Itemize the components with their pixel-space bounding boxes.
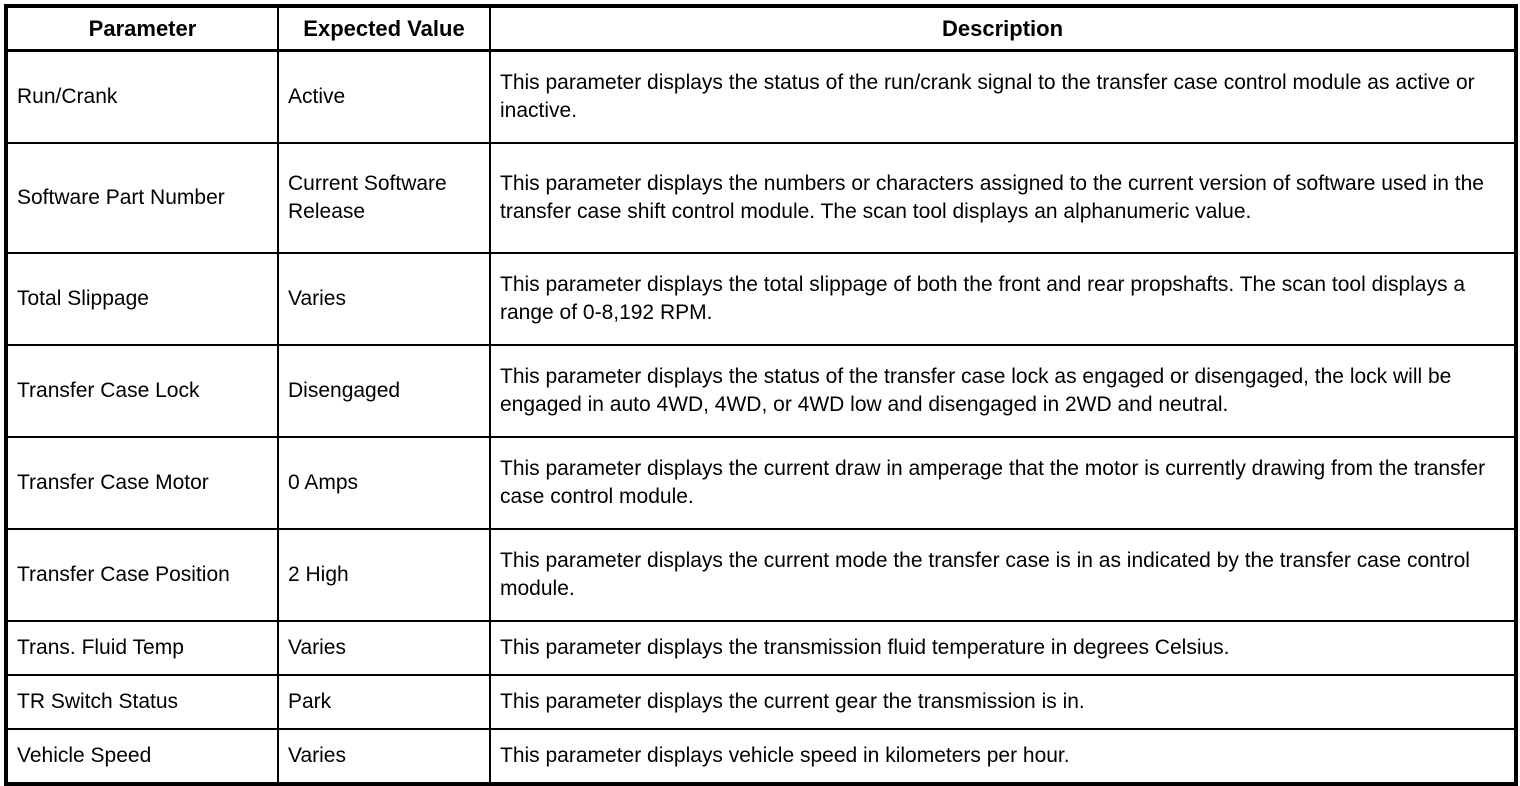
cell-parameter: Trans. Fluid Temp: [5, 620, 279, 677]
cell-expected-value: Disengaged: [277, 344, 491, 439]
cell-description: This parameter displays the current gear…: [489, 674, 1517, 731]
cell-expected-value: Current Software Release: [277, 142, 491, 255]
cell-parameter: TR Switch Status: [5, 674, 279, 731]
cell-parameter: Software Part Number: [5, 142, 279, 255]
table-row: Software Part Number Current Software Re…: [5, 142, 1517, 255]
parameter-table-container: Parameter Expected Value Description Run…: [4, 4, 1518, 786]
cell-parameter: Vehicle Speed: [5, 728, 279, 786]
table-row: Transfer Case Motor 0 Amps This paramete…: [5, 436, 1517, 531]
table-row: Transfer Case Lock Disengaged This param…: [5, 344, 1517, 439]
table-row: Transfer Case Position 2 High This param…: [5, 528, 1517, 623]
cell-expected-value: 2 High: [277, 528, 491, 623]
cell-description: This parameter displays the current mode…: [489, 528, 1517, 623]
scan-tool-parameter-table: Parameter Expected Value Description Run…: [4, 4, 1518, 786]
table-header-row: Parameter Expected Value Description: [5, 5, 1517, 53]
column-header-description: Description: [489, 5, 1517, 53]
cell-description: This parameter displays the transmission…: [489, 620, 1517, 677]
cell-expected-value: Varies: [277, 252, 491, 347]
cell-expected-value: Active: [277, 49, 491, 145]
cell-description: This parameter displays the total slippa…: [489, 252, 1517, 347]
cell-parameter: Run/Crank: [5, 49, 279, 145]
cell-description: This parameter displays the status of th…: [489, 49, 1517, 145]
cell-expected-value: Varies: [277, 728, 491, 786]
column-header-parameter: Parameter: [5, 5, 279, 53]
cell-expected-value: Park: [277, 674, 491, 731]
table-body: Run/Crank Active This parameter displays…: [5, 49, 1517, 786]
table-row: TR Switch Status Park This parameter dis…: [5, 674, 1517, 731]
cell-parameter: Transfer Case Lock: [5, 344, 279, 439]
cell-expected-value: Varies: [277, 620, 491, 677]
cell-parameter: Total Slippage: [5, 252, 279, 347]
cell-parameter: Transfer Case Position: [5, 528, 279, 623]
table-row: Vehicle Speed Varies This parameter disp…: [5, 728, 1517, 786]
cell-expected-value: 0 Amps: [277, 436, 491, 531]
table-header: Parameter Expected Value Description: [5, 5, 1517, 53]
table-row: Trans. Fluid Temp Varies This parameter …: [5, 620, 1517, 677]
cell-description: This parameter displays the current draw…: [489, 436, 1517, 531]
cell-description: This parameter displays vehicle speed in…: [489, 728, 1517, 786]
cell-description: This parameter displays the status of th…: [489, 344, 1517, 439]
table-row: Total Slippage Varies This parameter dis…: [5, 252, 1517, 347]
column-header-expected-value: Expected Value: [277, 5, 491, 53]
cell-parameter: Transfer Case Motor: [5, 436, 279, 531]
cell-description: This parameter displays the numbers or c…: [489, 142, 1517, 255]
table-row: Run/Crank Active This parameter displays…: [5, 49, 1517, 145]
